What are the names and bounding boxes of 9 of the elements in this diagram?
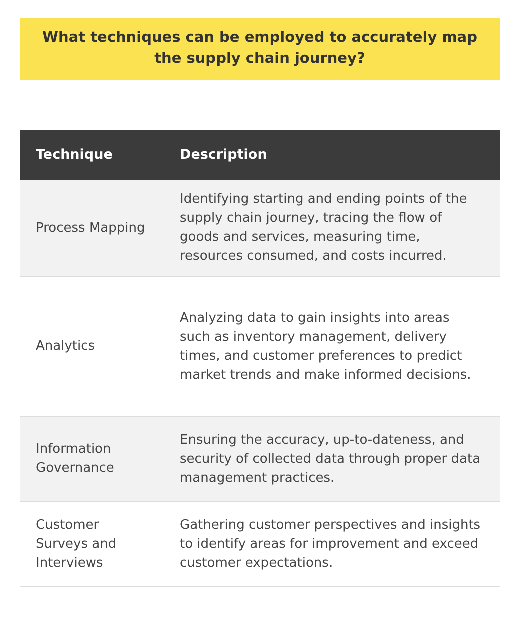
table-cell: Identifying starting and ending points of the supply chain journey, tracing the flow of goods and services, measuring time, resources consumed, and costs incurred. — [164, 180, 500, 276]
table-cell: Gathering customer perspectives and insights to identify areas for improvement and exceed customer expectations. — [164, 502, 500, 586]
table-cell: Information Governance — [20, 416, 164, 502]
title: What techniques can be employed to accurately map the supply chain journey? — [20, 18, 500, 80]
table-cell: Ensuring the accuracy, up-to-dateness, and security of collected data through proper data management practices. — [164, 416, 500, 502]
table-header-cell: Technique — [20, 130, 164, 180]
table-header-cell: Description — [164, 130, 500, 180]
table-cell: Customer Surveys and Interviews — [20, 502, 164, 586]
table-cell: Process Mapping — [20, 180, 164, 276]
